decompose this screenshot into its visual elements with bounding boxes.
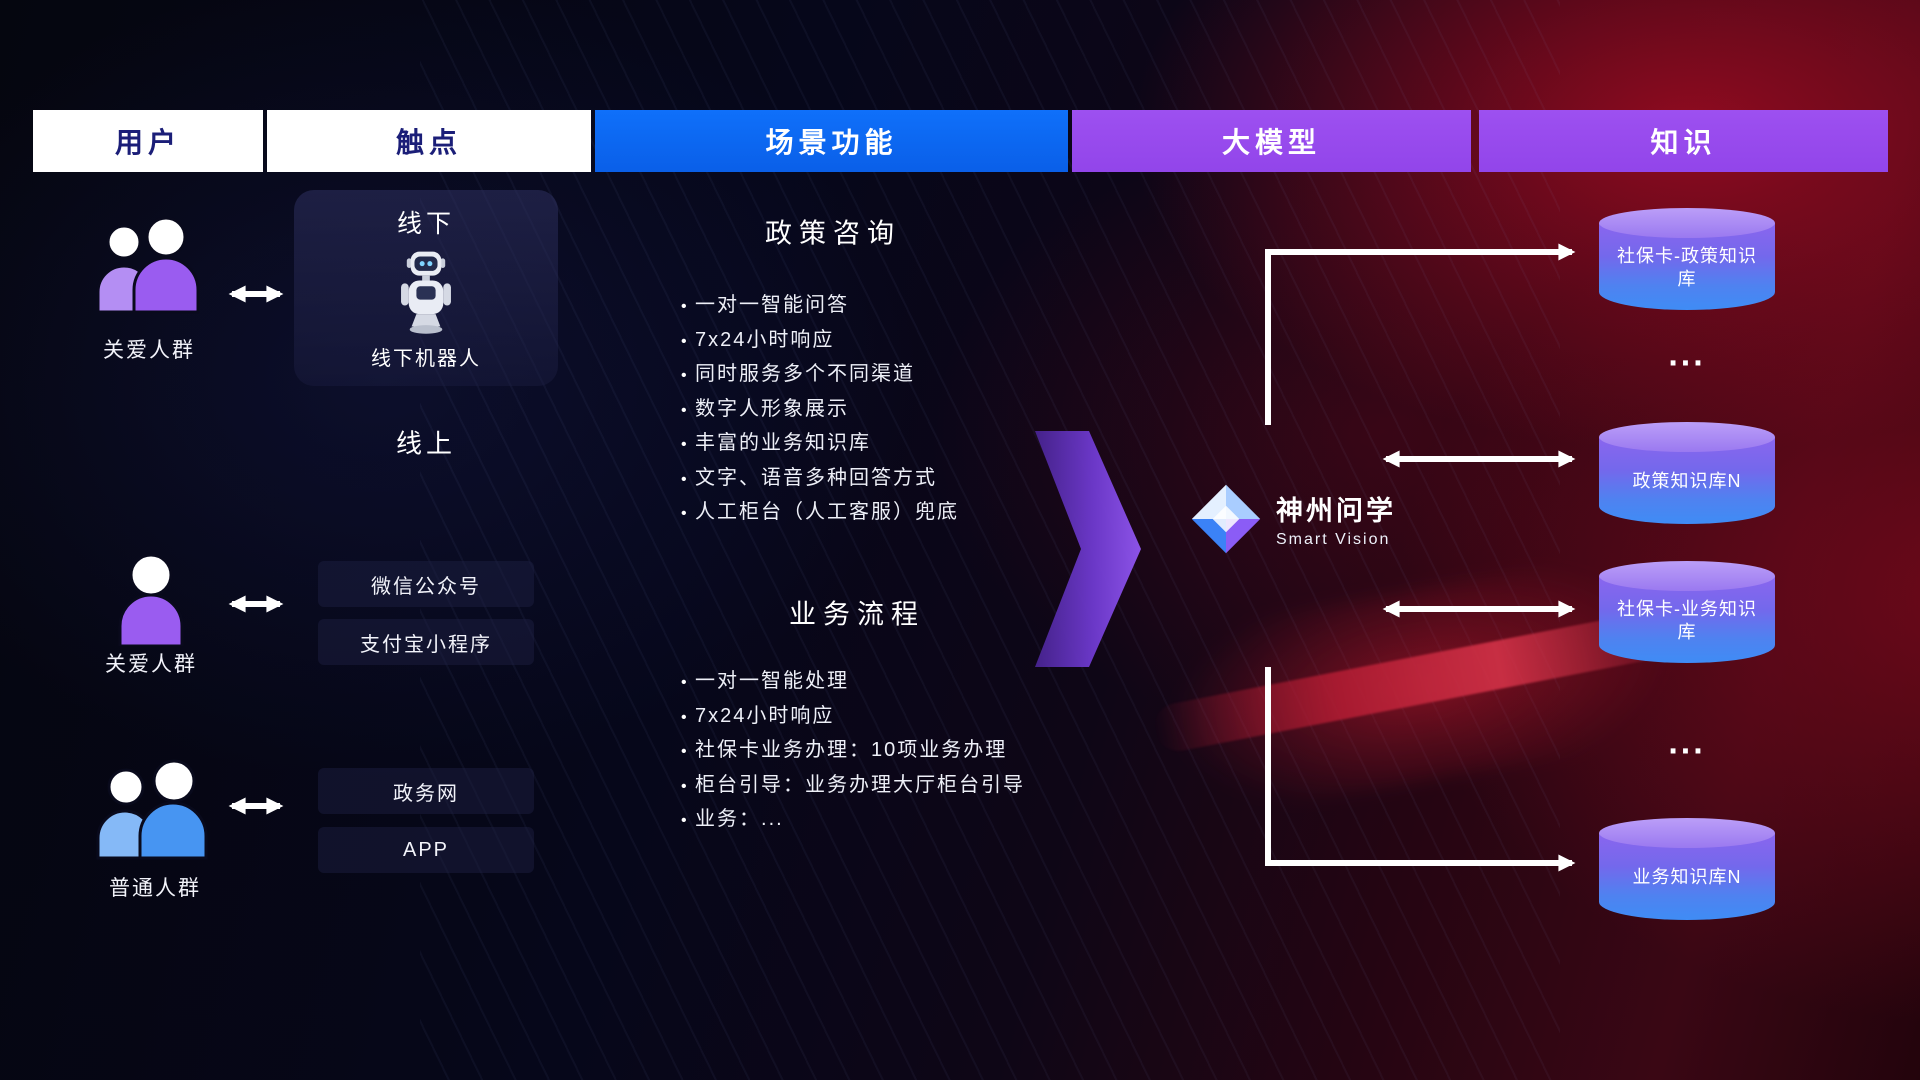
list-item: 人工柜台（人工客服）兜底: [681, 496, 959, 531]
model-logo-block: 神州问学 Smart Vision: [1188, 481, 1396, 557]
user-group-purple-icon: [96, 216, 200, 314]
smart-vision-logo-icon: [1191, 484, 1261, 554]
header-column-model: 大模型: [1072, 110, 1471, 172]
kb-label: 政策知识库N: [1632, 471, 1742, 492]
cylinder-top: [1599, 422, 1775, 452]
scenario-title-policy: 政策咨询: [765, 218, 901, 249]
kb-label: 业务知识库N: [1632, 867, 1742, 888]
cylinder-top: [1599, 561, 1775, 591]
header-column-scenarios: 场景功能: [595, 110, 1068, 172]
kb-cylinder-business-n: 业务知识库N: [1599, 818, 1775, 920]
background-diagonal-streaks: [420, 0, 1560, 1080]
robot-icon: [401, 251, 451, 334]
scenario-business-list: 一对一智能处理 7x24小时响应 社保卡业务办理：10项业务办理 柜台引导：业务…: [681, 665, 1025, 838]
user-group-3-label: 普通人群: [109, 877, 201, 900]
kb-label: 社保卡-政策知识库: [1617, 245, 1757, 289]
user-group-1-label: 关爱人群: [103, 339, 195, 362]
offline-touchpoint-panel: 线下 线下机器人: [294, 190, 558, 386]
model-subtitle: Smart Vision: [1276, 531, 1391, 548]
list-item: 社保卡业务办理：10项业务办理: [681, 734, 1025, 769]
scenario-title-business: 业务流程: [789, 599, 925, 630]
user-group-2-label: 关爱人群: [105, 653, 197, 676]
touchpoint-wechat: 微信公众号: [318, 561, 534, 607]
touchpoint-govweb: 政务网: [318, 768, 534, 814]
offline-title: 线下: [396, 210, 455, 238]
user-person-purple-icon: [118, 553, 184, 646]
cylinder-top: [1599, 208, 1775, 238]
list-item: 柜台引导：业务办理大厅柜台引导: [681, 769, 1025, 804]
list-item: 一对一智能问答: [681, 289, 959, 324]
list-item: 同时服务多个不同渠道: [681, 358, 959, 393]
kb-cylinder-policy-sscard: 社保卡-政策知识库: [1599, 208, 1775, 310]
user-group-blue-icon: [96, 759, 208, 860]
offline-robot-label: 线下机器人: [371, 348, 481, 370]
model-name: 神州问学: [1276, 496, 1396, 526]
header-column-knowledge: 知识: [1479, 110, 1888, 172]
list-item: 7x24小时响应: [681, 700, 1025, 735]
kb-cylinder-business-sscard: 社保卡-业务知识库: [1599, 561, 1775, 663]
online-title: 线上: [395, 428, 457, 459]
touchpoint-app: APP: [318, 827, 534, 873]
kb-label: 社保卡-业务知识库: [1617, 598, 1757, 642]
list-item: 业务：...: [681, 803, 1025, 838]
cylinder-top: [1599, 818, 1775, 848]
ellipsis-2: ...: [1668, 723, 1706, 762]
list-item: 数字人形象展示: [681, 393, 959, 428]
header-column-touchpoints: 触点: [267, 110, 591, 172]
list-item: 丰富的业务知识库: [681, 427, 959, 462]
list-item: 一对一智能处理: [681, 665, 1025, 700]
flow-arrow-icon: [1035, 431, 1141, 667]
list-item: 文字、语音多种回答方式: [681, 462, 959, 497]
kb-cylinder-policy-n: 政策知识库N: [1599, 422, 1775, 524]
touchpoint-alipay: 支付宝小程序: [318, 619, 534, 665]
header-column-users: 用户: [33, 110, 263, 172]
model-name-block: 神州问学 Smart Vision: [1276, 489, 1396, 549]
scenario-policy-list: 一对一智能问答 7x24小时响应 同时服务多个不同渠道 数字人形象展示 丰富的业…: [681, 289, 959, 531]
list-item: 7x24小时响应: [681, 324, 959, 359]
ellipsis-1: ...: [1668, 335, 1706, 374]
